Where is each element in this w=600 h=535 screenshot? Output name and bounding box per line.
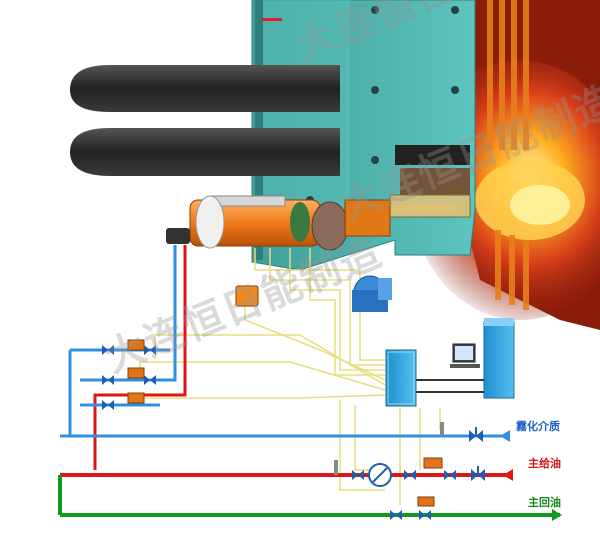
main-return-line [60,496,562,521]
main-supply-line [58,457,513,515]
server-cabinet [483,318,515,399]
signal-wires [139,248,441,505]
junction-box [235,285,259,307]
computer-terminal [450,343,480,368]
fan-unit [352,275,392,312]
steam-hoses [70,65,340,176]
atomizing-medium-line [60,422,510,442]
main-return-oil-label: 主回油 [528,496,561,509]
control-cabinet [385,349,417,407]
main-supply-oil-label: 主给油 [528,457,561,470]
atomizing-medium-label: 霧化介质 [516,420,560,433]
burner-lance [360,194,471,218]
left-valves [102,339,156,410]
burner-body [166,195,391,251]
